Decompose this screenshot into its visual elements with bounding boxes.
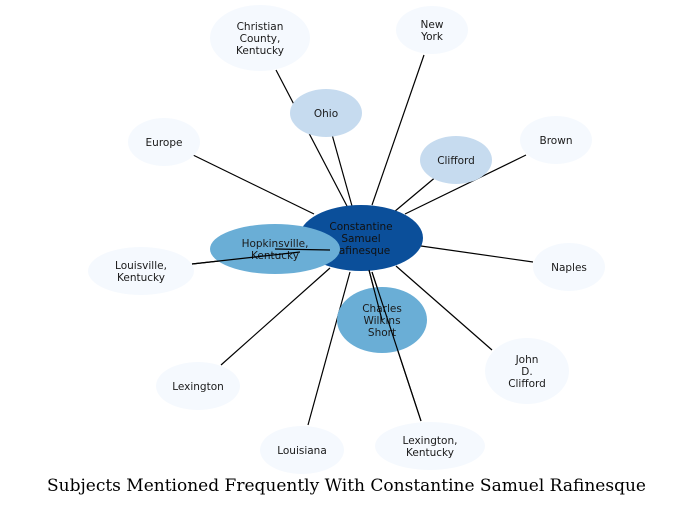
- node-louisiana: Louisiana: [260, 426, 344, 474]
- node-christian-county-label-2: Kentucky: [236, 45, 284, 57]
- node-christian-county-label-0: Christian: [237, 21, 284, 33]
- edge-naples: [420, 245, 534, 263]
- node-rafinesque-label-2: Rafinesque: [332, 245, 390, 257]
- node-europe-shape: [128, 118, 200, 166]
- node-lexington-ky: Lexington,Kentucky: [375, 422, 485, 470]
- node-christian-county-shape: [210, 5, 310, 71]
- node-ohio-shape: [290, 89, 362, 137]
- edge-christian-county: [275, 69, 349, 209]
- node-naples: Naples: [533, 243, 605, 291]
- node-brown-label-0: Brown: [540, 135, 573, 147]
- node-new-york-label-0: New: [421, 19, 444, 31]
- node-lexington-ky-shape: [375, 422, 485, 470]
- node-louisville-shape: [88, 247, 194, 295]
- node-john-clifford-label-0: John: [515, 354, 539, 366]
- node-europe-label-0: Europe: [146, 137, 183, 149]
- node-hopkinsville-label-1: Kentucky: [251, 250, 299, 262]
- node-charles-short-label-0: Charles: [362, 303, 402, 315]
- node-rafinesque-label-1: Samuel: [341, 233, 380, 245]
- edge-overlay-hopkinsville: [274, 248, 331, 251]
- diagram-caption: Subjects Mentioned Frequently With Const…: [47, 476, 646, 496]
- node-louisville-label-1: Kentucky: [117, 272, 165, 284]
- node-louisiana-label-0: Louisiana: [277, 445, 327, 457]
- node-john-clifford-label-2: Clifford: [508, 378, 546, 390]
- node-naples-shape: [533, 243, 605, 291]
- node-john-clifford-shape: [485, 338, 569, 404]
- node-lexington-ky-label-1: Kentucky: [406, 447, 454, 459]
- node-naples-label-0: Naples: [551, 262, 587, 274]
- node-new-york-shape: [396, 6, 468, 54]
- node-charles-short-label-1: Wilkins: [363, 315, 400, 327]
- edge-louisiana: [307, 271, 351, 426]
- node-clifford: Clifford: [420, 136, 492, 184]
- node-lexington-shape: [156, 362, 240, 410]
- edge-overlay-lexington-ky: [371, 271, 422, 422]
- edge-europe: [192, 154, 315, 215]
- node-hopkinsville-label-0: Hopkinsville,: [242, 238, 309, 250]
- edge-overlay-louisville: [191, 251, 301, 265]
- node-brown-shape: [520, 116, 592, 164]
- node-louisville: Louisville,Kentucky: [88, 247, 194, 295]
- edge-john-clifford: [395, 265, 493, 351]
- node-christian-county-label-1: County,: [240, 33, 281, 45]
- edge-overlay-charles-short: [368, 269, 383, 321]
- edge-lexington: [220, 267, 331, 366]
- edge-new-york: [371, 54, 425, 206]
- node-clifford-label-0: Clifford: [437, 155, 475, 167]
- node-europe: Europe: [128, 118, 200, 166]
- node-lexington: Lexington: [156, 362, 240, 410]
- node-brown: Brown: [520, 116, 592, 164]
- node-charles-short-label-2: Short: [368, 327, 396, 339]
- node-rafinesque-label-0: Constantine: [329, 221, 392, 233]
- node-lexington-label-0: Lexington: [172, 381, 224, 393]
- node-ohio: Ohio: [290, 89, 362, 137]
- edge-brown: [404, 154, 527, 215]
- node-louisiana-shape: [260, 426, 344, 474]
- node-lexington-ky-label-0: Lexington,: [403, 435, 458, 447]
- node-clifford-shape: [420, 136, 492, 184]
- node-john-clifford-label-1: D.: [521, 366, 532, 378]
- node-louisville-label-0: Louisville,: [115, 260, 167, 272]
- node-new-york-label-1: York: [420, 31, 444, 43]
- node-ohio-label-0: Ohio: [314, 108, 338, 120]
